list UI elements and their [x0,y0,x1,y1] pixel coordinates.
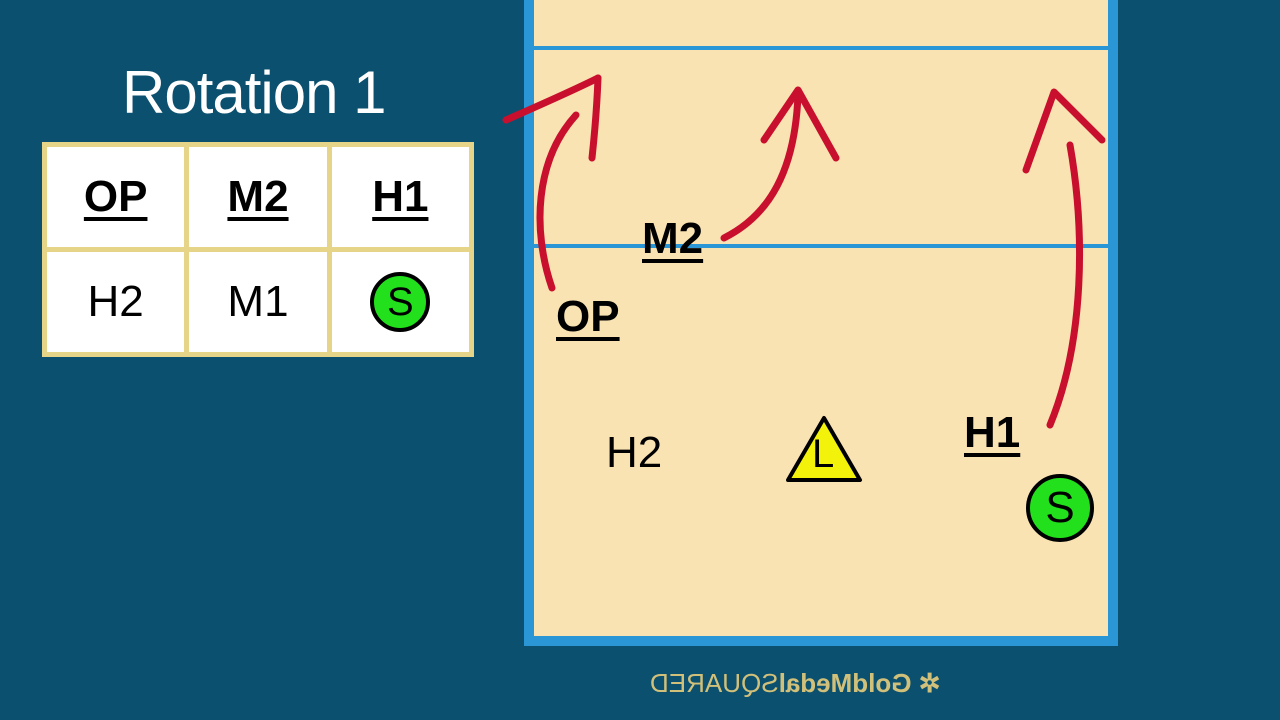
court-player-setter: S [1026,474,1094,542]
court-player-libero: L [812,432,835,476]
logo-text-bold: GoldMedal [778,668,912,698]
arrow-m2-icon [720,86,840,242]
court-attack-line [534,244,1108,248]
table-cell-h2: H2 [41,247,190,357]
logo-star-icon: ✲ [911,668,941,698]
logo-text-thin: SQUARED [650,668,779,698]
arrow-h1-icon [1022,88,1106,429]
court-player-op: OP [556,292,620,341]
rotation-table-row: H2 M1 S [41,247,475,357]
table-cell-m1: M1 [184,247,332,357]
rotation-title: Rotation 1 [122,59,387,126]
setter-circle-icon: S [370,272,431,332]
libero-triangle-icon [786,416,862,482]
arrow-op-icon [502,74,602,292]
table-header-h1: H1 [326,142,475,252]
rotation-table: OP M2 H1 H2 M1 S [41,142,475,357]
goldmedal-squared-logo: ✲ GoldMedalSQUARED [650,668,941,699]
court-player-m2: M2 [642,214,704,263]
table-cell-setter: S [326,247,475,357]
table-header-op: OP [41,142,190,252]
court-player-h2: H2 [606,428,663,477]
setter-circle-icon: S [1026,474,1094,542]
volleyball-court [524,0,1118,646]
table-header-m2: M2 [184,142,332,252]
rotation-table-header-row: OP M2 H1 [41,142,475,252]
court-net-line [534,46,1108,50]
court-player-h1: H1 [964,408,1021,457]
